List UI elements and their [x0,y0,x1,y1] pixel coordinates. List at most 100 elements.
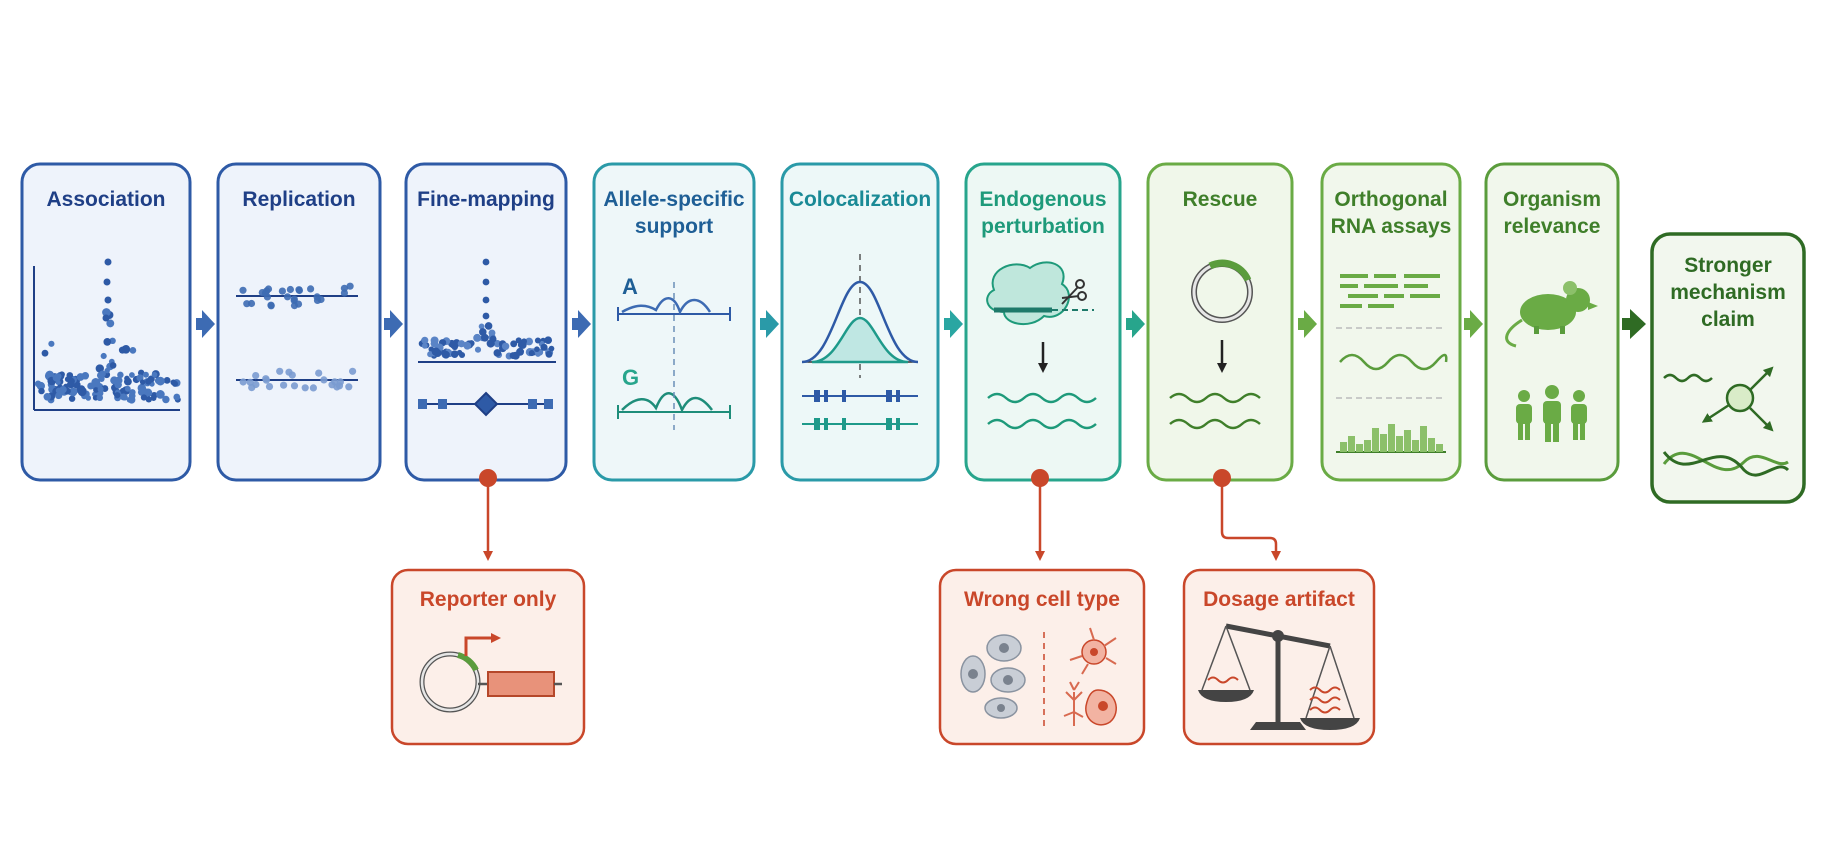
plot-dot [142,388,148,394]
plot-dot [97,386,104,393]
plot-dot [129,389,136,396]
plot-dot [528,350,535,357]
plot-dot [482,296,490,304]
plot-dot [473,333,482,342]
manhattan-plot-icon [33,258,181,411]
plot-dot [482,312,490,320]
plot-dot [421,342,428,349]
plot-dot [43,393,52,401]
plot-dot [129,347,137,354]
plot-dot [457,340,466,348]
plot-dot [68,387,78,397]
plot-dot [93,387,99,393]
plot-dot [336,378,344,386]
plot-dot [102,314,110,322]
plot-dot [451,343,459,351]
plot-dot [239,286,247,294]
plot-dot [97,372,105,380]
plot-dot [442,350,450,359]
flow-arrow [944,310,963,338]
stage-replication: Replication [216,162,382,482]
allele-a-label: A [622,274,638,299]
gray-cells-icon [960,634,1026,719]
stage-fine-mapping-title: Fine-mapping [417,188,555,211]
stage-association-title: Association [46,188,165,211]
plot-dot [320,376,328,384]
flow-arrow [760,310,779,338]
plot-dot [489,335,497,343]
pitfall-node [479,469,497,487]
pitfall-dosage-artifact-title: Dosage artifact [1203,588,1355,611]
allele-tracks-icon: A G [617,274,731,430]
plot-dot [262,376,270,384]
plot-dot [127,396,136,404]
plot-dot [315,369,323,377]
plot-dot [162,395,170,404]
plot-dot [493,349,502,357]
plot-dot [267,302,275,310]
plot-dot [52,373,61,382]
pitfall-connector [1220,486,1281,561]
plot-dot [288,371,296,379]
plot-dot [509,352,517,360]
plot-dot [128,372,135,378]
rescued-rna-wave-icon [1169,392,1261,430]
plot-dot [68,395,76,402]
plot-dot [96,394,104,402]
plasmid-icon [1191,259,1253,323]
plot-dot [139,379,146,385]
plot-dot [301,384,309,392]
plot-dot [38,387,45,395]
plot-dot [258,289,266,297]
plot-dot [345,383,353,391]
stage-colocalization-title: Colocalization [789,188,931,211]
plot-dot [521,338,528,345]
plot-dot [147,375,155,383]
plot-dot [535,350,541,357]
plot-dot [349,367,357,375]
people-icon [1516,385,1587,442]
plot-dot [48,340,55,347]
plot-dot [313,296,322,304]
plot-dot [247,299,256,308]
mouse-icon [1505,281,1598,348]
plot-dot [102,308,111,317]
plot-dot [55,392,63,400]
plot-dot [103,278,111,286]
plot-dot [544,336,553,345]
flow-arrow [1464,310,1483,338]
plot-dot [156,390,165,399]
plot-dot [142,371,149,378]
plot-dot [59,386,67,394]
plot-dot [252,380,260,389]
plot-dot [239,378,247,386]
plot-dot [77,385,86,393]
plot-dot [534,337,541,344]
plot-dot [501,342,510,351]
sequencing-reads-icon [1336,274,1446,329]
plot-dot [545,350,553,358]
coverage-histogram-icon [1336,424,1446,453]
plot-dot [41,349,49,357]
plot-dot [76,373,85,381]
plot-dot [123,377,132,386]
flow-arrow [1622,309,1646,339]
pitfall-wrong-cell-type-title: Wrong cell type [964,588,1120,611]
plot-dot [346,282,354,290]
plot-dot [276,367,284,375]
flow-arrow [384,310,403,338]
plot-dot [120,393,127,401]
plot-dot [450,350,459,358]
plot-dot [109,362,117,369]
plot-dot [170,379,177,386]
plot-dot [458,351,466,359]
plot-dot [278,287,286,295]
plot-dot [93,380,101,388]
plot-dot [427,351,434,358]
